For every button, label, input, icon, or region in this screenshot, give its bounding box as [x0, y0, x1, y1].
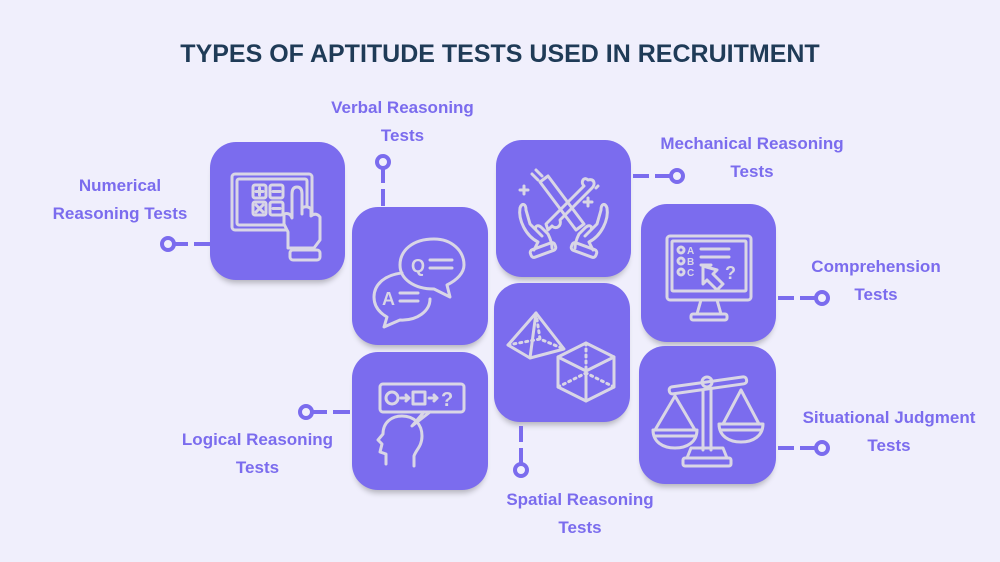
hands-tools-icon: [518, 168, 609, 259]
svg-text:A: A: [382, 289, 395, 309]
verbal-reasoning-card: Q A: [352, 207, 488, 345]
mechanical-connector: [633, 168, 685, 184]
mechanical-reasoning-label: Mechanical Reasoning Tests: [660, 134, 844, 181]
svg-text:A: A: [687, 246, 694, 257]
situational-connector: [778, 440, 830, 456]
pyramid-cube-icon: [506, 311, 616, 403]
mechanical-reasoning-card: [496, 140, 631, 277]
logical-reasoning-label: Logical Reasoning Tests: [181, 430, 334, 477]
comprehension-card: A B C ?: [641, 204, 776, 342]
verbal-reasoning-label: Verbal Reasoning Tests: [331, 98, 474, 145]
qa-speech-bubbles-icon: Q A: [372, 237, 466, 329]
svg-text:?: ?: [441, 389, 453, 411]
logical-connector: [298, 404, 350, 420]
spatial-connector: [513, 426, 529, 478]
svg-text:Q: Q: [411, 256, 425, 276]
svg-text:B: B: [687, 257, 694, 268]
svg-text:C: C: [687, 268, 694, 279]
numerical-reasoning-card: [210, 142, 345, 280]
comprehension-connector: [778, 290, 830, 306]
page-title: TYPES OF APTITUDE TESTS USED IN RECRUITM…: [180, 40, 820, 68]
head-thought-sequence-icon: ?: [376, 382, 466, 468]
comprehension-label: Comprehension Tests: [811, 257, 941, 304]
balance-scale-icon: [651, 375, 765, 468]
verbal-connector: [375, 154, 391, 206]
situational-judgment-label: Situational Judgment Tests: [802, 408, 976, 455]
svg-text:?: ?: [725, 263, 736, 283]
spatial-reasoning-card: [494, 283, 630, 422]
logical-reasoning-card: ?: [352, 352, 488, 490]
numerical-reasoning-label: Numerical Reasoning Tests: [52, 176, 188, 223]
situational-judgment-card: [639, 346, 776, 484]
spatial-reasoning-label: Spatial Reasoning Tests: [506, 490, 654, 537]
numerical-connector: [160, 236, 210, 252]
monitor-quiz-icon: A B C ?: [665, 234, 753, 322]
calculator-touch-icon: [230, 172, 322, 262]
